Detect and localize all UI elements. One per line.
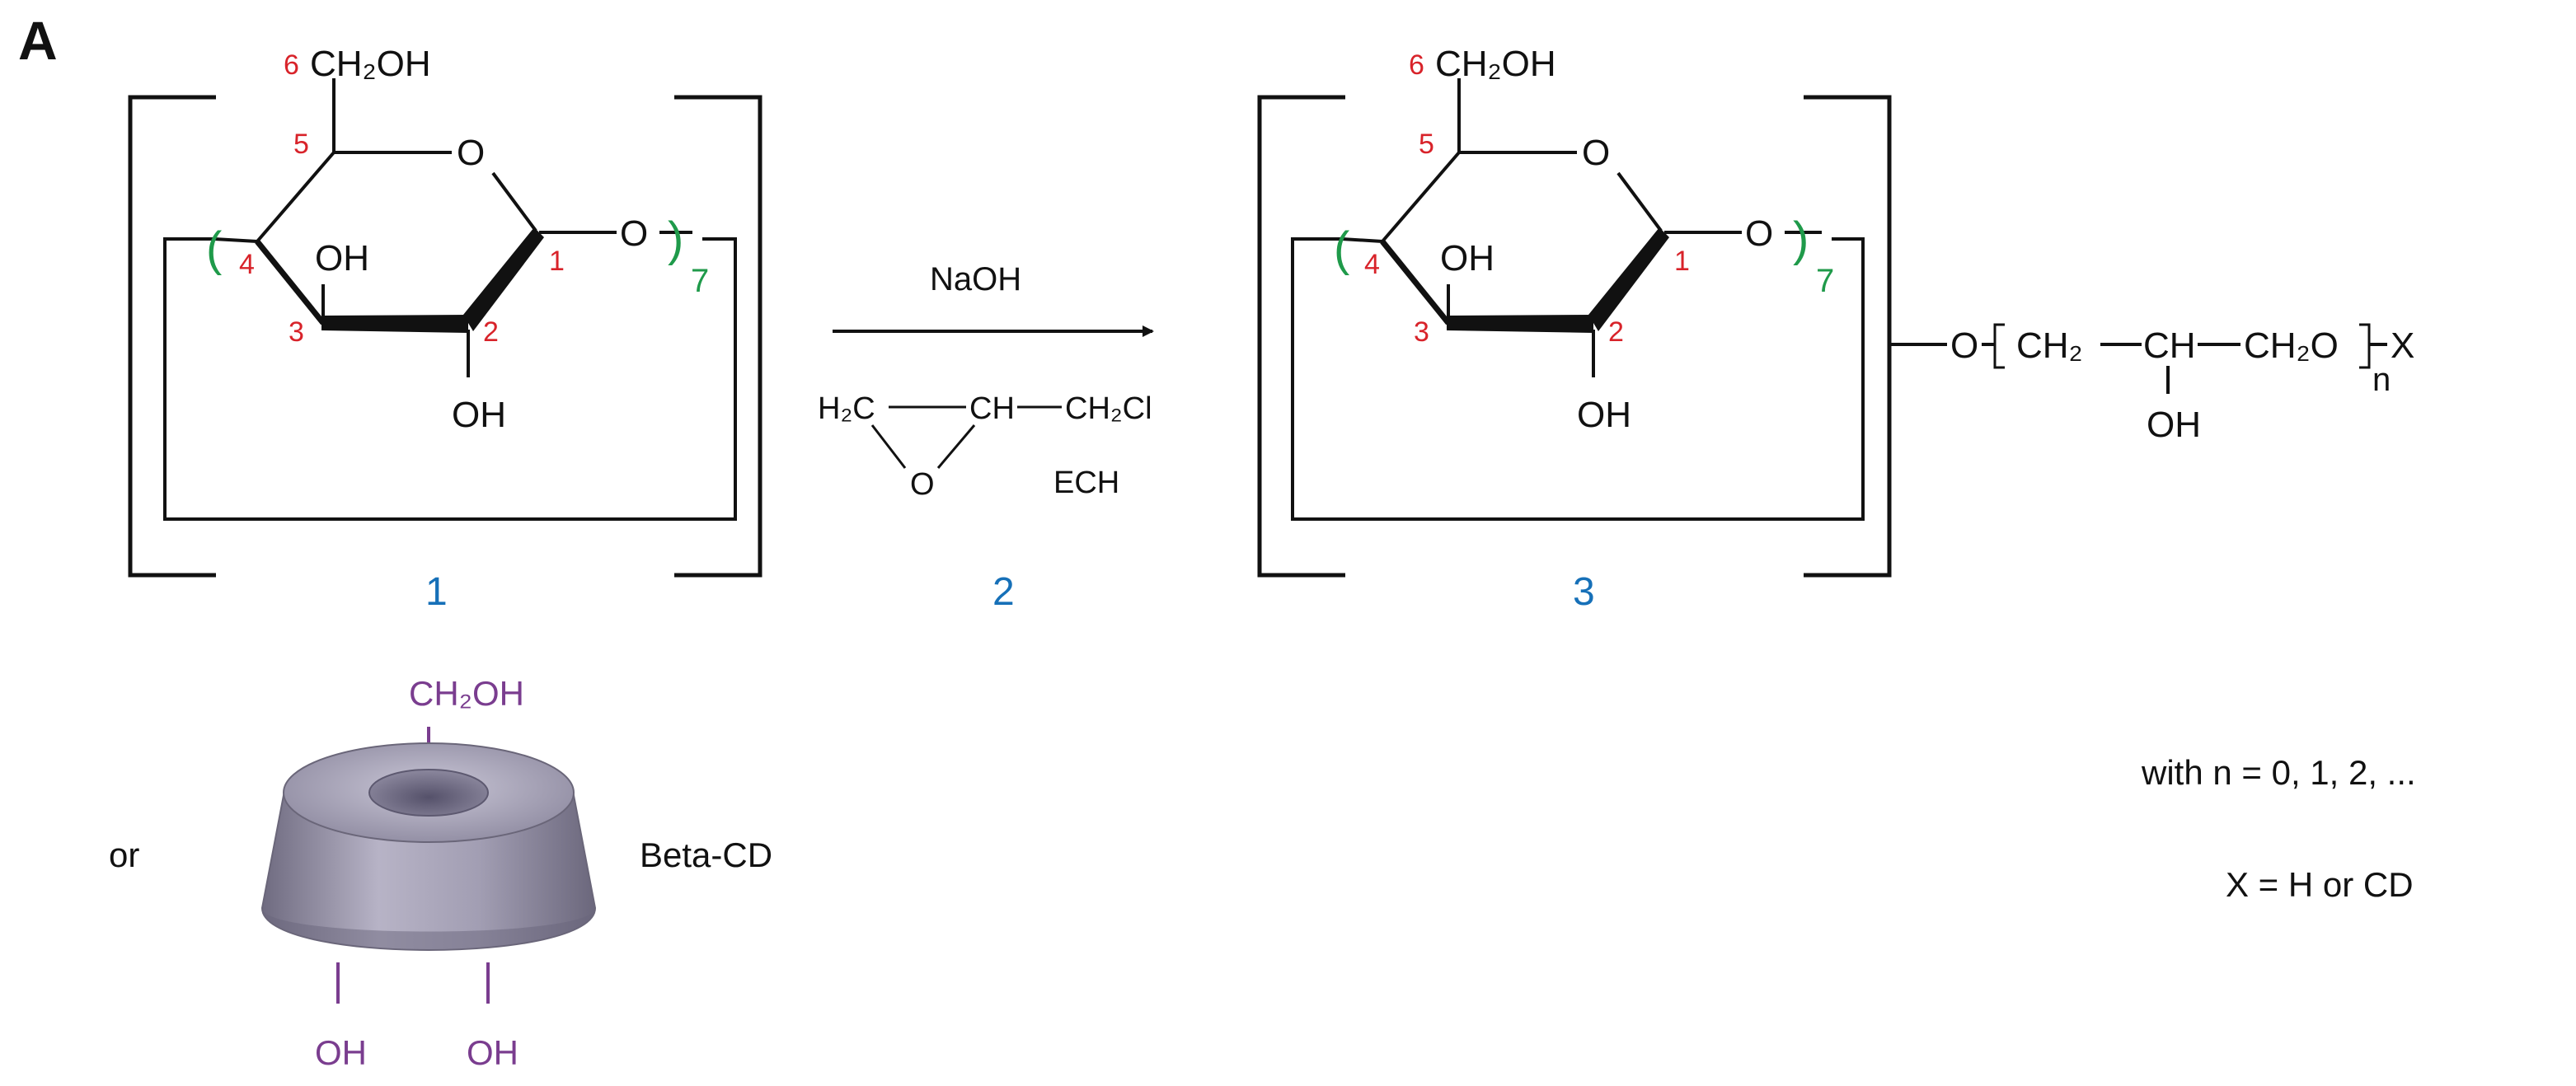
- locant-1: 1: [549, 246, 565, 277]
- label-glycosidic-oxygen: O: [1745, 213, 1773, 254]
- chain-o-link: O: [1950, 325, 1978, 366]
- label-oh-c3: OH: [1440, 238, 1494, 279]
- label-ch2oh: CH₂OH: [1435, 44, 1556, 84]
- repeat-open-paren: (: [206, 222, 222, 276]
- locant-3: 3: [1414, 316, 1429, 348]
- chain-ch2-left: CH₂: [2016, 325, 2083, 366]
- chain-n-subscript: n: [2372, 362, 2391, 398]
- bond-c4-c3: [255, 239, 326, 325]
- chain-ch: CH: [2143, 325, 2196, 366]
- epoxide-o: O: [910, 467, 935, 502]
- reagent-naoh: NaOH: [930, 261, 1021, 297]
- compound-number-3: 3: [1573, 570, 1595, 614]
- label-glycosidic-oxygen: O: [620, 213, 648, 254]
- cd-oh-right: OH: [467, 1033, 518, 1072]
- bond-c5-c4: [1381, 151, 1461, 243]
- crosslink-chain: O CH₂ CH OH CH₂O n X: [1889, 323, 2414, 445]
- beta-cd-illustration: or CH₂OH OH OH Beta-CD: [109, 674, 772, 1072]
- bracket-left: [128, 95, 216, 578]
- x-definition: X = H or CD: [2226, 865, 2414, 904]
- bond-c4-loop: [213, 237, 258, 243]
- label-ring-oxygen: O: [1582, 133, 1610, 173]
- chain-ch2o: CH₂O: [2244, 325, 2339, 366]
- repeat-count: 7: [691, 263, 709, 299]
- cd-top-ch2oh: CH₂OH: [409, 674, 524, 713]
- product-glucose-unit: CH₂OH O O OH OH 6 5 4 3 2 1 ( ) 7 3: [1257, 44, 1892, 614]
- bond-c5-c4: [256, 151, 335, 243]
- wedge-c2-c1: [1588, 227, 1669, 331]
- bracket-right: [1804, 95, 1892, 578]
- bond-c4-loop: [1341, 237, 1383, 243]
- macrocycle-loop: [163, 237, 737, 521]
- reaction-arrow-group: NaOH H₂C CH CH₂Cl O ECH 2: [818, 261, 1154, 614]
- wedge-c2-c1: [463, 227, 544, 331]
- bond-epoxide-left-o: [870, 424, 907, 469]
- compound-number-1: 1: [425, 570, 448, 614]
- repeat-close-paren: ): [1793, 213, 1809, 266]
- reactant-glucose-unit: CH₂OH O O OH OH 6 5 4 3 2 1 ( ) 7 1: [128, 44, 762, 614]
- panel-label: A: [18, 10, 58, 71]
- reagent-name-ech: ECH: [1053, 466, 1119, 500]
- label-ch2oh: CH₂OH: [310, 44, 431, 84]
- chain-x-end: X: [2391, 325, 2414, 366]
- cd-bottom-shade: [262, 908, 595, 950]
- locant-4: 4: [1364, 249, 1380, 280]
- cd-cavity: [368, 769, 489, 817]
- wedge-c3-c2: [321, 315, 468, 333]
- locant-6: 6: [1409, 49, 1424, 81]
- macrocycle-loop: [1291, 237, 1865, 521]
- locant-1: 1: [1674, 246, 1690, 277]
- locant-3: 3: [289, 316, 304, 348]
- repeat-bracket-open: [1993, 323, 2005, 369]
- repeat-close-paren: ): [668, 213, 683, 266]
- beta-cd-label: Beta-CD: [640, 836, 772, 874]
- cd-oh-left: OH: [315, 1033, 367, 1072]
- label-oh-c2: OH: [1577, 395, 1631, 435]
- bracket-right: [674, 95, 762, 578]
- locant-5: 5: [293, 129, 309, 160]
- label-oh-c3: OH: [315, 238, 369, 279]
- wedge-c3-c2: [1447, 315, 1593, 333]
- repeat-count: 7: [1816, 263, 1834, 299]
- locant-2: 2: [1608, 316, 1624, 348]
- bond-o5-c1: [1616, 171, 1663, 232]
- chain-oh-pendant: OH: [2147, 405, 2201, 445]
- label-oh-c2: OH: [452, 395, 506, 435]
- compound-number-2: 2: [992, 570, 1015, 614]
- epoxide-ch: CH: [969, 391, 1015, 426]
- or-label: or: [109, 836, 139, 874]
- repeat-open-paren: (: [1334, 222, 1349, 276]
- locant-6: 6: [284, 49, 299, 81]
- locant-2: 2: [483, 316, 499, 348]
- label-ring-oxygen: O: [457, 133, 485, 173]
- bond-epoxide-right-o: [936, 424, 976, 469]
- locant-4: 4: [239, 249, 255, 280]
- bracket-left: [1257, 95, 1345, 578]
- epoxide-h2c: H₂C: [818, 391, 875, 426]
- repeat-bracket-close: [2359, 323, 2371, 369]
- n-definition: with n = 0, 1, 2, ...: [2141, 753, 2416, 792]
- locant-5: 5: [1419, 129, 1434, 160]
- bond-c4-c3: [1380, 239, 1451, 325]
- epoxide-ch2cl: CH₂Cl: [1065, 391, 1152, 426]
- bond-o5-c1: [491, 171, 537, 232]
